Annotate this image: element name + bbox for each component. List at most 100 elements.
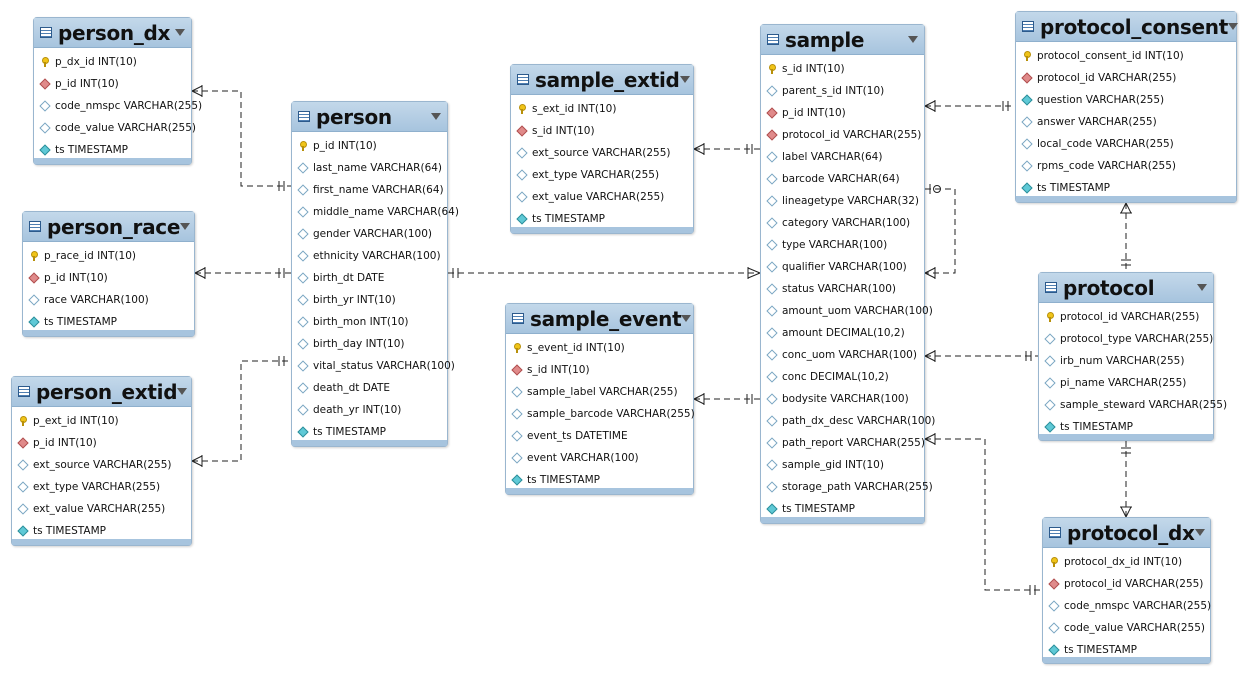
column-row[interactable]: ethnicity VARCHAR(100) [292,245,447,267]
column-row[interactable]: ext_type VARCHAR(255) [12,476,191,498]
column-row[interactable]: p_id INT(10) [12,432,191,454]
column-row[interactable]: s_event_id INT(10) [506,337,693,359]
column-row[interactable]: ext_source VARCHAR(255) [12,454,191,476]
column-row[interactable]: protocol_dx_id INT(10) [1043,551,1210,573]
column-row[interactable]: ts TIMESTAMP [506,469,693,491]
table-header[interactable]: person_dx [34,18,191,48]
column-row[interactable]: ext_value VARCHAR(255) [12,498,191,520]
chevron-down-icon[interactable] [1227,23,1238,30]
column-row[interactable]: storage_path VARCHAR(255) [761,476,933,498]
table-sample_extid[interactable]: sample_extid s_ext_id INT(10)s_id INT(10… [510,64,694,234]
column-row[interactable]: ts TIMESTAMP [511,208,693,230]
chevron-down-icon[interactable] [679,76,690,83]
column-row[interactable]: barcode VARCHAR(64) [761,168,924,190]
column-row[interactable]: path_report VARCHAR(255) [761,432,925,454]
column-row[interactable]: protocol_id VARCHAR(255) [761,124,924,146]
table-person[interactable]: person p_id INT(10)last_name VARCHAR(64)… [291,101,459,447]
column-row[interactable]: ts TIMESTAMP [1039,416,1213,438]
column-row[interactable]: s_id INT(10) [511,120,693,142]
column-row[interactable]: conc DECIMAL(10,2) [761,366,924,388]
column-row[interactable]: status VARCHAR(100) [761,278,924,300]
table-protocol_dx[interactable]: protocol_dx protocol_dx_id INT(10)protoc… [1042,517,1211,664]
column-row[interactable]: s_id INT(10) [761,58,924,80]
column-row[interactable]: death_yr INT(10) [292,399,447,421]
column-row[interactable]: qualifier VARCHAR(100) [761,256,924,278]
column-row[interactable]: question VARCHAR(255) [1016,89,1236,111]
column-row[interactable]: s_ext_id INT(10) [511,98,693,120]
column-row[interactable]: birth_dt DATE [292,267,447,289]
column-row[interactable]: code_nmspc VARCHAR(255) [1043,595,1211,617]
column-row[interactable]: local_code VARCHAR(255) [1016,133,1236,155]
column-row[interactable]: rpms_code VARCHAR(255) [1016,155,1236,177]
column-row[interactable]: protocol_id VARCHAR(255) [1043,573,1210,595]
column-row[interactable]: event VARCHAR(100) [506,447,693,469]
column-row[interactable]: p_id INT(10) [34,73,191,95]
chevron-down-icon[interactable] [681,315,692,322]
table-protocol[interactable]: protocol protocol_id VARCHAR(255)protoco… [1038,272,1227,441]
column-row[interactable]: irb_num VARCHAR(255) [1039,350,1213,372]
column-row[interactable]: race VARCHAR(100) [23,289,194,311]
column-row[interactable]: ts TIMESTAMP [34,139,191,161]
chevron-down-icon[interactable] [1197,284,1207,291]
table-person_extid[interactable]: person_extid p_ext_id INT(10)p_id INT(10… [11,376,192,546]
column-row[interactable]: birth_yr INT(10) [292,289,447,311]
table-protocol_consent[interactable]: protocol_consent protocol_consent_id INT… [1015,11,1238,203]
column-row[interactable]: death_dt DATE [292,377,447,399]
column-row[interactable]: ext_type VARCHAR(255) [511,164,693,186]
column-row[interactable]: code_value VARCHAR(255) [1043,617,1210,639]
table-header[interactable]: sample_event [506,304,693,334]
column-row[interactable]: code_nmspc VARCHAR(255) [34,95,202,117]
column-row[interactable]: lineagetype VARCHAR(32) [761,190,924,212]
column-row[interactable]: category VARCHAR(100) [761,212,924,234]
column-row[interactable]: label VARCHAR(64) [761,146,924,168]
column-row[interactable]: vital_status VARCHAR(100) [292,355,455,377]
column-row[interactable]: ts TIMESTAMP [761,498,924,520]
table-header[interactable]: protocol [1039,273,1213,303]
column-row[interactable]: p_ext_id INT(10) [12,410,191,432]
column-row[interactable]: amount_uom VARCHAR(100) [761,300,933,322]
column-row[interactable]: p_id INT(10) [23,267,194,289]
column-row[interactable]: p_id INT(10) [292,135,447,157]
column-row[interactable]: p_dx_id INT(10) [34,51,191,73]
column-row[interactable]: type VARCHAR(100) [761,234,924,256]
table-header[interactable]: sample [761,25,924,55]
table-sample[interactable]: sample s_id INT(10)parent_s_id INT(10)p_… [760,24,935,524]
column-row[interactable]: pi_name VARCHAR(255) [1039,372,1213,394]
column-row[interactable]: ts TIMESTAMP [1043,639,1210,661]
column-row[interactable]: answer VARCHAR(255) [1016,111,1236,133]
column-row[interactable]: protocol_id VARCHAR(255) [1016,67,1236,89]
column-row[interactable]: ts TIMESTAMP [1016,177,1236,199]
column-row[interactable]: ts TIMESTAMP [292,421,447,443]
column-row[interactable]: first_name VARCHAR(64) [292,179,447,201]
column-row[interactable]: last_name VARCHAR(64) [292,157,447,179]
column-row[interactable]: code_value VARCHAR(255) [34,117,196,139]
column-row[interactable]: sample_barcode VARCHAR(255) [506,403,695,425]
column-row[interactable]: protocol_type VARCHAR(255) [1039,328,1213,350]
chevron-down-icon[interactable] [908,36,918,43]
column-row[interactable]: p_id INT(10) [761,102,924,124]
column-row[interactable]: conc_uom VARCHAR(100) [761,344,924,366]
table-sample_event[interactable]: sample_event s_event_id INT(10)s_id INT(… [505,303,695,495]
table-header[interactable]: person_extid [12,377,191,407]
table-header[interactable]: person_race [23,212,194,242]
table-header[interactable]: person [292,102,447,132]
column-row[interactable]: parent_s_id INT(10) [761,80,924,102]
table-header[interactable]: sample_extid [511,65,693,95]
chevron-down-icon[interactable] [1194,529,1205,536]
column-row[interactable]: gender VARCHAR(100) [292,223,447,245]
column-row[interactable]: ts TIMESTAMP [12,520,191,542]
column-row[interactable]: path_dx_desc VARCHAR(100) [761,410,935,432]
column-row[interactable]: bodysite VARCHAR(100) [761,388,924,410]
column-row[interactable]: ext_source VARCHAR(255) [511,142,693,164]
column-row[interactable]: sample_label VARCHAR(255) [506,381,693,403]
column-row[interactable]: protocol_consent_id INT(10) [1016,45,1236,67]
column-row[interactable]: amount DECIMAL(10,2) [761,322,924,344]
chevron-down-icon[interactable] [180,223,191,230]
column-row[interactable]: middle_name VARCHAR(64) [292,201,459,223]
column-row[interactable]: p_race_id INT(10) [23,245,194,267]
column-row[interactable]: birth_mon INT(10) [292,311,447,333]
column-row[interactable]: birth_day INT(10) [292,333,447,355]
column-row[interactable]: sample_steward VARCHAR(255) [1039,394,1227,416]
column-row[interactable]: s_id INT(10) [506,359,693,381]
table-header[interactable]: protocol_dx [1043,518,1210,548]
